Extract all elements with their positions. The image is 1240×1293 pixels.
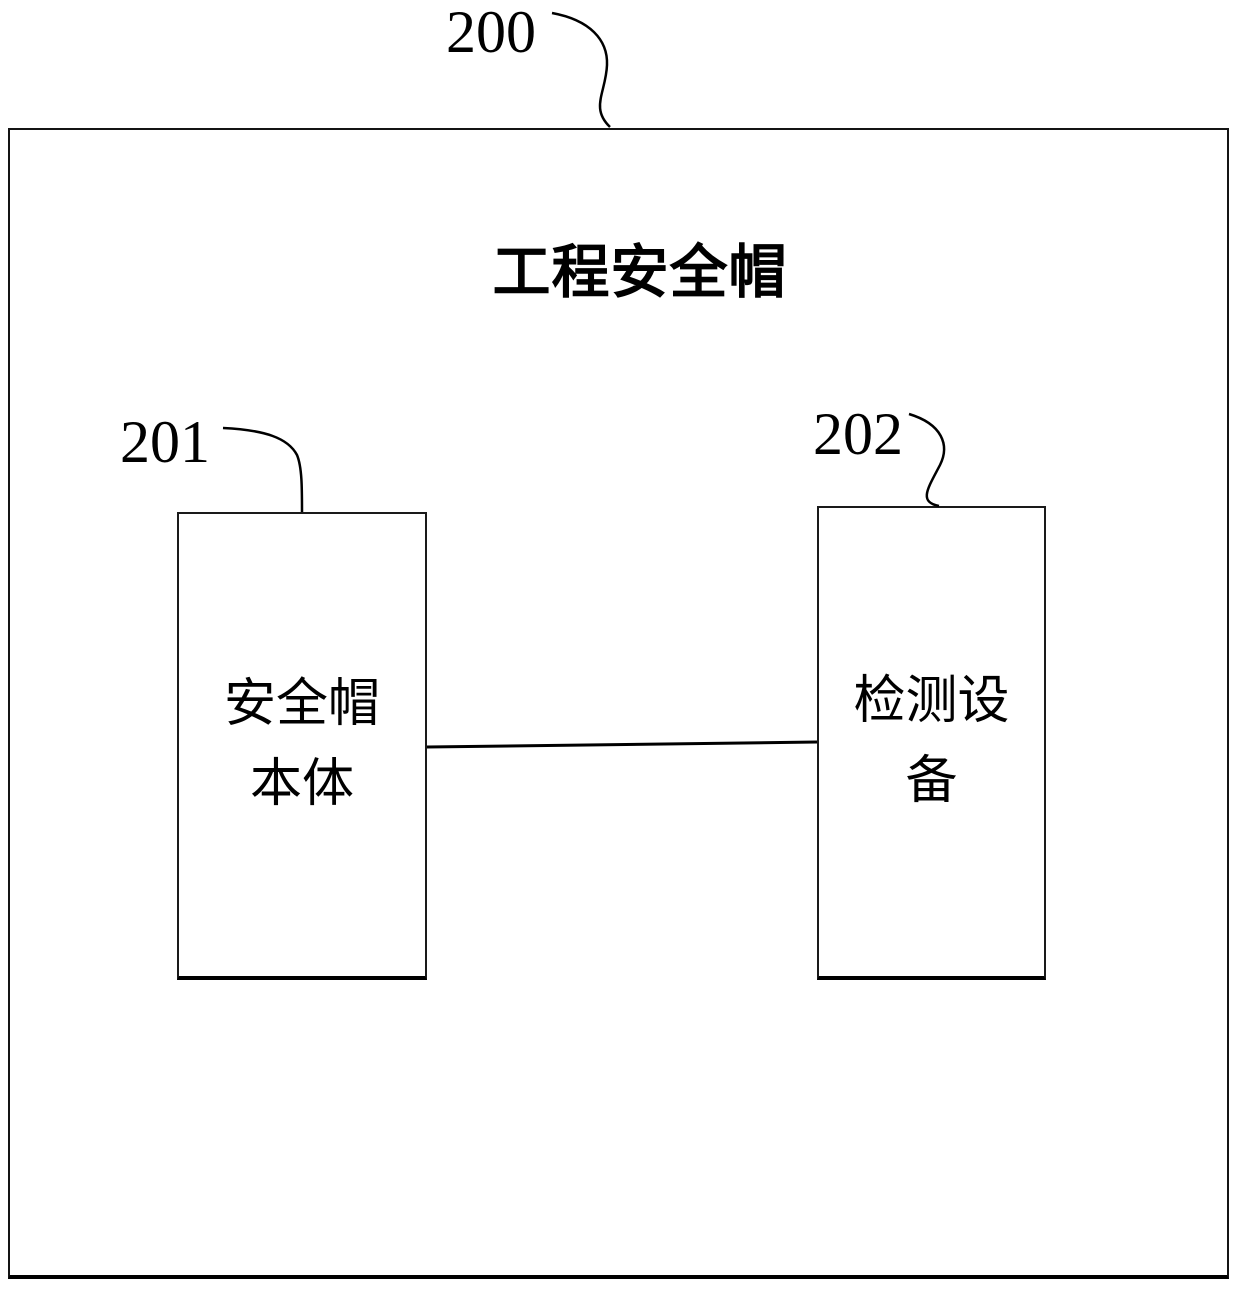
ref-label-202: 202 bbox=[813, 401, 903, 467]
ref-label-201: 201 bbox=[120, 409, 210, 475]
detection-device-label-line1: 检测设 bbox=[853, 673, 1010, 730]
detection-device-box: 检测设 备 bbox=[817, 506, 1046, 980]
detection-device-label-line2: 备 bbox=[905, 753, 958, 810]
leader-line-200 bbox=[551, 11, 611, 128]
helmet-body-box: 安全帽 本体 bbox=[177, 512, 427, 980]
helmet-body-label-line2: 本体 bbox=[249, 756, 354, 813]
ref-label-200: 200 bbox=[446, 0, 536, 65]
diagram-title: 工程安全帽 bbox=[492, 240, 788, 305]
helmet-body-label-line1: 安全帽 bbox=[223, 676, 380, 733]
engineering-helmet-outer-box bbox=[8, 128, 1229, 1279]
